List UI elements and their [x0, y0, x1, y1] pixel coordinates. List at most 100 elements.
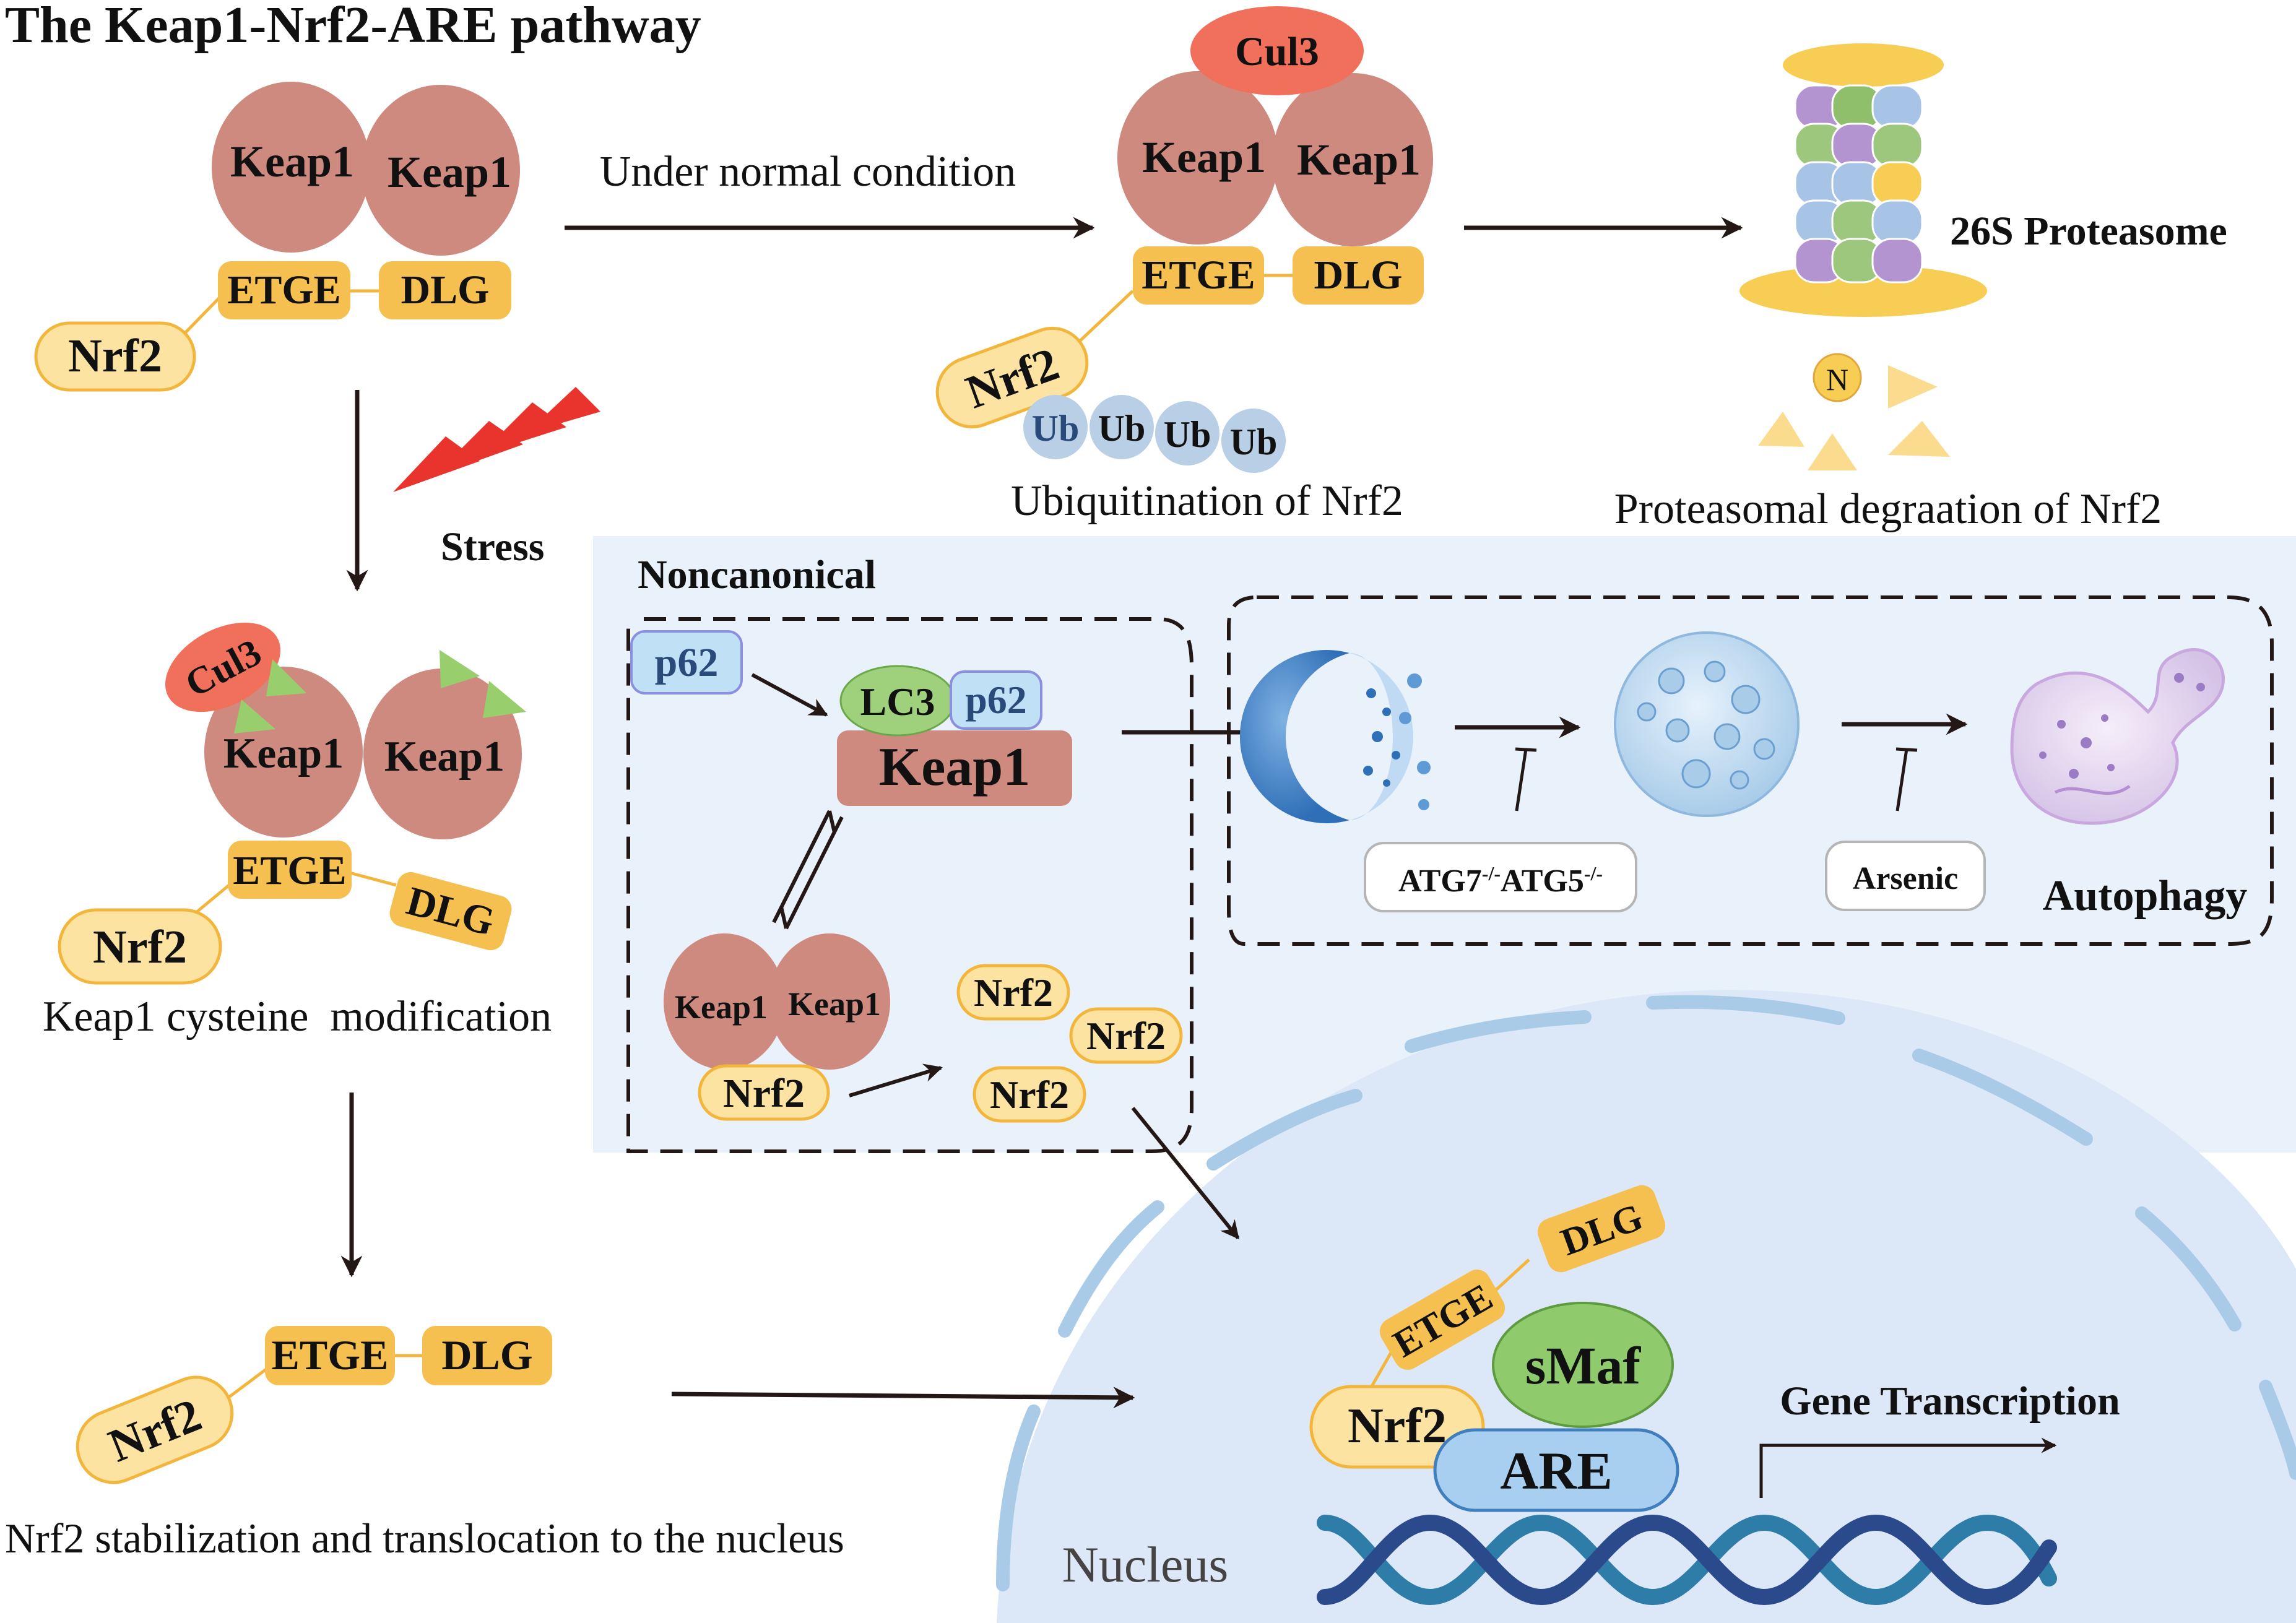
smaf-protein [1492, 1302, 1674, 1428]
keap1-label: Keap1 [230, 137, 354, 186]
dlg-label: DLG [1314, 253, 1402, 298]
p62-protein [950, 670, 1042, 730]
keap1-label: Keap1 [384, 733, 505, 781]
cul3-label: Cul3 [1235, 29, 1319, 74]
nrf2-label: Nrf2 [974, 971, 1053, 1015]
free-nrf2: ETGE DLG Nrf2 [76, 1326, 552, 1484]
nrf2-protein [698, 1064, 830, 1121]
keap1-protein [664, 933, 785, 1070]
dlg-domain [389, 872, 512, 951]
are-element [1433, 1428, 1679, 1512]
nucleus-label: Nucleus [1062, 1536, 1229, 1593]
keap1-protein [1117, 71, 1278, 245]
ub-label: Ub [1032, 408, 1080, 449]
autolysosome-icon [2010, 648, 2225, 825]
keap1-block [837, 730, 1072, 806]
inhibition-symbol [1515, 747, 1537, 811]
keap1-nrf2-complex-basal: Keap1 Keap1 ETGE DLG Nrf2 [34, 82, 520, 392]
cul3-protein [1190, 6, 1364, 95]
modification-triangle [234, 699, 275, 734]
nrf2-label: Nrf2 [723, 1071, 805, 1116]
keap1-protein [362, 85, 520, 256]
p62-binding-arrow [751, 673, 828, 717]
degraded-fragments: N [1758, 353, 1950, 470]
nrf2-release-arrow [849, 1063, 943, 1097]
dlg-domain [1537, 1185, 1666, 1273]
nrf2-protein [34, 321, 196, 392]
nrf2-label: Nrf2 [68, 330, 162, 382]
proteasome-label: 26S Proteasome [1950, 209, 2227, 254]
autophagy-dashed-box [1227, 595, 2274, 946]
etge-label: ETGE [1142, 253, 1255, 298]
modification-triangle [266, 659, 306, 696]
nrf2-label: Nrf2 [93, 921, 187, 973]
nucleus-body [997, 990, 2296, 1623]
proteasome-icon [1739, 43, 1987, 317]
degradation-caption: Proteasomal degraation of Nrf2 [1614, 485, 2162, 533]
dlg-domain [1293, 246, 1424, 305]
dna-helix-icon [1317, 1514, 2057, 1606]
arsenic-box [1825, 841, 1986, 911]
ubiquitination-caption: Ubiquitination of Nrf2 [1011, 477, 1403, 525]
cysteine-caption: Keap1 cysteine modification [43, 993, 552, 1041]
keap1-protein [212, 82, 370, 253]
modification-triangle [483, 681, 526, 718]
nrf2-label: Nrf2 [1348, 1399, 1447, 1453]
nuclear-entry-arrow [1131, 1107, 1240, 1240]
keap1-protein [363, 669, 522, 839]
ub-label: Ub [1098, 408, 1146, 449]
cul3-keap1-nrf2-complex: Cul3 Keap1 Keap1 ETGE DLG Nrf2 Ub Ub Ub … [935, 6, 1433, 473]
etge-label: ETGE [233, 848, 346, 893]
arsenic-label: Arsenic [1853, 861, 1958, 896]
keap1-label: Keap1 [388, 147, 511, 197]
translocation-arrow [671, 1387, 1135, 1409]
stress-bolts-icon [393, 387, 600, 492]
lc3-label: LC3 [860, 680, 935, 724]
n-terminal-fragment [1813, 353, 1862, 402]
etge-label: ETGE [272, 1331, 389, 1378]
p62-label: p62 [965, 678, 1027, 722]
proteasome-ring [1794, 84, 1923, 130]
atg-knockout-label: ATG7-/-ATG5-/- [1398, 862, 1603, 899]
nrf2-protein [1309, 1385, 1485, 1469]
nrf2-protein [76, 1375, 234, 1484]
are-label: ARE [1500, 1441, 1613, 1500]
n-label: N [1826, 362, 1848, 397]
nrf2-label: Nrf2 [990, 1073, 1069, 1117]
nrf2-protein [935, 326, 1089, 429]
etge-domain [265, 1326, 395, 1385]
keap1-protein [1272, 73, 1433, 246]
etge-domain [1133, 246, 1264, 305]
dlg-domain [422, 1326, 552, 1385]
keap1-label: Keap1 [675, 989, 768, 1026]
equilibrium-arrows [772, 810, 844, 930]
dlg-label: DLG [401, 267, 489, 313]
transcription-arrow [1759, 1437, 2057, 1498]
etge-domain [1379, 1270, 1505, 1370]
ub-label: Ub [1230, 422, 1278, 462]
keap1-label: Keap1 [1297, 135, 1421, 184]
stress-label: Stress [441, 524, 544, 569]
p62-label: p62 [655, 640, 719, 685]
dlg-label: DLG [402, 878, 499, 945]
keap1-block-label: Keap1 [879, 737, 1030, 797]
nrf2-label: Nrf2 [1086, 1014, 1166, 1058]
ubiquitin [1221, 409, 1286, 473]
keap1-modified-complex: Cul3 Keap1 Keap1 ETGE DLG Nrf2 [58, 622, 526, 985]
nrf2-protein [58, 908, 222, 985]
stabilization-caption: Nrf2 stabilization and translocation to … [5, 1515, 844, 1562]
keap1-label: Keap1 [788, 985, 881, 1023]
atg-knockout-box [1364, 842, 1637, 912]
noncanonical-title: Noncanonical [638, 552, 876, 597]
ubiquitin [1023, 395, 1088, 459]
normal-condition-caption: Under normal condition [600, 148, 1016, 196]
nrf2-are-complex: ETGE DLG Nrf2 sMaf ARE [1309, 1185, 1679, 1512]
dlg-domain [379, 261, 511, 319]
dlg-label: DLG [441, 1331, 532, 1378]
autophagosome-icon [1614, 631, 1800, 817]
cul3-protein [165, 622, 280, 712]
etge-domain [228, 841, 352, 899]
ub-label: Ub [1164, 414, 1211, 455]
inhibition-symbol [1895, 747, 1918, 811]
